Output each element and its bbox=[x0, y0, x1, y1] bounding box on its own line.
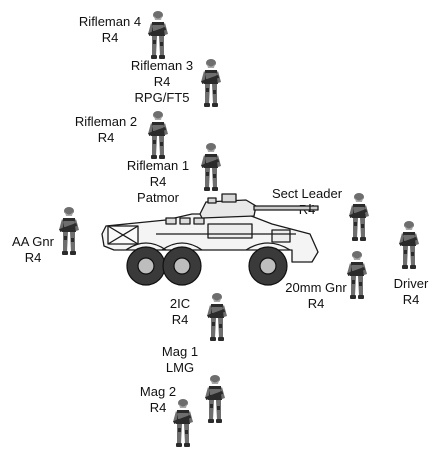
rifleman-3-extra: RPG/FT5 bbox=[134, 90, 190, 105]
label-aa-gnr: AA Gnr R4 bbox=[4, 234, 62, 266]
rifleman-1-name: Rifleman 1 bbox=[126, 158, 190, 173]
soldier-figure-icon bbox=[198, 58, 224, 108]
driver-weapon: R4 bbox=[402, 292, 420, 307]
armoured-vehicle-icon bbox=[96, 190, 336, 295]
soldier-figure-icon bbox=[56, 206, 82, 256]
soldier-figure-icon bbox=[202, 374, 228, 424]
20mm-gnr-name: 20mm Gnr bbox=[285, 280, 347, 295]
label-2ic: 2IC R4 bbox=[154, 296, 206, 328]
sect-leader-name: Sect Leader bbox=[271, 186, 343, 201]
soldier-figure-icon bbox=[170, 398, 196, 448]
soldier-figure-icon bbox=[204, 292, 230, 342]
2ic-name: 2IC bbox=[169, 296, 191, 311]
label-mag-1: Mag 1 LMG bbox=[150, 344, 210, 376]
driver-name: Driver bbox=[393, 276, 429, 291]
soldier-figure-icon bbox=[145, 110, 171, 160]
rifleman-2-weapon: R4 bbox=[97, 130, 115, 145]
mag-2-name: Mag 2 bbox=[139, 384, 177, 399]
rifleman-3-name: Rifleman 3 bbox=[130, 58, 194, 73]
label-driver: Driver R4 bbox=[384, 276, 438, 308]
rifleman-2-name: Rifleman 2 bbox=[74, 114, 138, 129]
mag-1-name: Mag 1 bbox=[161, 344, 199, 359]
label-rifleman-1: Rifleman 1 R4 Patmor bbox=[118, 158, 198, 206]
label-rifleman-3: Rifleman 3 R4 RPG/FT5 bbox=[122, 58, 202, 106]
20mm-gnr-weapon: R4 bbox=[307, 296, 325, 311]
rifleman-1-extra: Patmor bbox=[137, 190, 179, 205]
mag-1-weapon: LMG bbox=[165, 360, 195, 375]
label-rifleman-2: Rifleman 2 R4 bbox=[66, 114, 146, 146]
rifleman-4-weapon: R4 bbox=[101, 30, 119, 45]
label-mag-2: Mag 2 R4 bbox=[128, 384, 188, 416]
soldier-figure-icon bbox=[346, 192, 372, 242]
aa-gnr-weapon: R4 bbox=[24, 250, 42, 265]
rifleman-4-name: Rifleman 4 bbox=[78, 14, 142, 29]
mag-2-weapon: R4 bbox=[149, 400, 167, 415]
aa-gnr-name: AA Gnr bbox=[12, 234, 54, 249]
label-rifleman-4: Rifleman 4 R4 bbox=[70, 14, 150, 46]
2ic-weapon: R4 bbox=[171, 312, 189, 327]
rifleman-3-weapon: R4 bbox=[153, 74, 171, 89]
soldier-figure-icon bbox=[344, 250, 370, 300]
label-20mm-gnr: 20mm Gnr R4 bbox=[276, 280, 356, 312]
soldier-figure-icon bbox=[396, 220, 422, 270]
soldier-figure-icon bbox=[145, 10, 171, 60]
soldier-figure-icon bbox=[198, 142, 224, 192]
rifleman-1-weapon: R4 bbox=[149, 174, 167, 189]
